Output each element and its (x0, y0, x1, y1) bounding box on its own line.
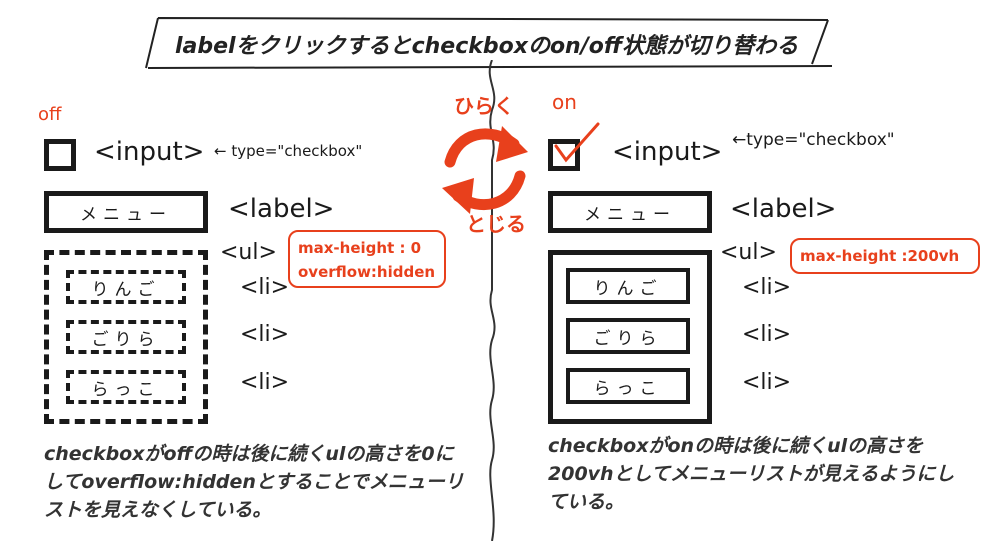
left-list-item: りんご (66, 270, 186, 304)
left-list-item-text: りんご (91, 279, 161, 300)
right-input-note: ←type="checkbox" (732, 130, 895, 150)
right-list-item-text: らっこ (593, 378, 663, 399)
center-divider (488, 60, 496, 541)
right-ul-annotation: max-height :200vh (790, 238, 980, 274)
left-label-text: メニュー (80, 204, 172, 225)
right-label-text: メニュー (584, 204, 676, 225)
left-li-tag: <li> (240, 370, 290, 395)
left-ul-tag: <ul> (220, 240, 277, 265)
right-li-tag: <li> (742, 275, 792, 300)
left-checkbox[interactable] (44, 139, 76, 171)
left-list-item-text: らっこ (91, 379, 161, 400)
right-ul-box (548, 250, 712, 424)
left-ul-annotation: max-height : 0 overflow:hidden (288, 230, 446, 288)
left-list-item: らっこ (66, 370, 186, 404)
left-list-item-text: ごりら (91, 329, 161, 350)
left-input-tag: <input> (94, 137, 205, 167)
left-description: checkboxがoffの時は後に続くulの高さを0にしてoverflow:hi… (44, 443, 464, 521)
left-state-label: off (38, 104, 62, 125)
left-label-tag: <label> (228, 194, 335, 224)
diagram-title: labelをクリックするとcheckboxのon/off状態が切り替わる (175, 34, 799, 59)
right-li-tag: <li> (742, 322, 792, 347)
right-state-label: on (552, 90, 577, 114)
left-input-note: ← type="checkbox" (214, 142, 363, 160)
left-li-tag: <li> (240, 275, 290, 300)
right-input-tag: <input> (612, 137, 723, 167)
right-list-item-text: りんご (593, 278, 663, 299)
right-ul-tag: <ul> (720, 240, 777, 265)
left-list-item: ごりら (66, 320, 186, 354)
right-list-item: りんご (566, 268, 690, 304)
toggle-cycle-arrows-icon (442, 126, 528, 214)
right-list-item: ごりら (566, 318, 690, 354)
right-description: checkboxがonの時は後に続くulの高さを200vhとしてメニューリストが… (548, 435, 955, 513)
right-label-tag: <label> (730, 194, 837, 224)
right-li-tag: <li> (742, 370, 792, 395)
left-annotation-line1: max-height : 0 (298, 239, 422, 257)
right-checkbox[interactable] (548, 139, 580, 171)
left-annotation-line2: overflow:hidden (298, 263, 436, 281)
left-label-box[interactable]: メニュー (44, 191, 208, 233)
right-list-item: らっこ (566, 368, 690, 404)
right-list-item-text: ごりら (593, 328, 663, 349)
checkmark-icon (554, 122, 600, 163)
open-label: ひらく (454, 94, 514, 118)
left-ul-box (44, 250, 208, 424)
left-li-tag: <li> (240, 322, 290, 347)
close-label: とじる (466, 212, 526, 236)
right-label-box[interactable]: メニュー (548, 191, 712, 233)
